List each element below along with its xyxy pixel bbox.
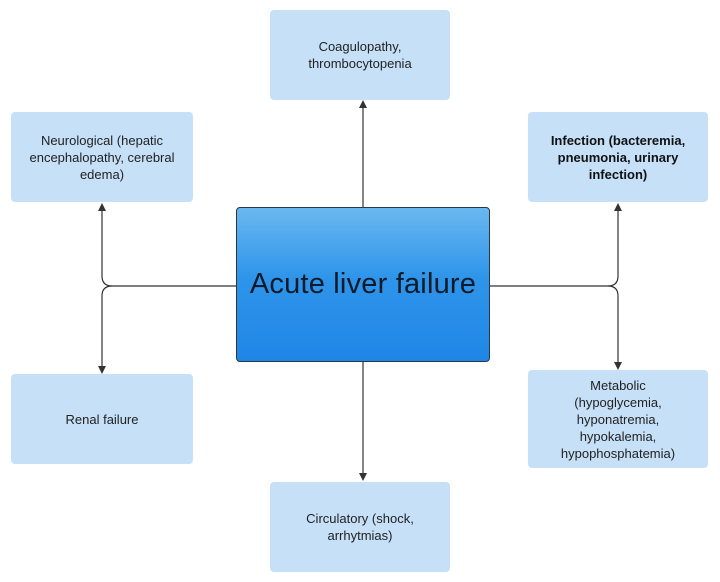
node-neurological: Neurological (hepatic encephalopathy, ce…	[11, 112, 193, 202]
node-neurological-label: Neurological (hepatic encephalopathy, ce…	[29, 132, 175, 182]
node-infection-label: Infection (bacteremia, pneumonia, urinar…	[550, 132, 686, 182]
node-circulatory-label: Circulatory (shock, arrhytmias)	[306, 511, 414, 543]
node-circulatory: Circulatory (shock, arrhytmias)	[270, 482, 450, 572]
node-renal-label: Renal failure	[65, 411, 139, 427]
node-coagulopathy: Coagulopathy, thrombocytopenia	[270, 10, 450, 100]
node-renal: Renal failure	[11, 374, 193, 464]
center-node: Acute liver failure	[236, 207, 490, 362]
right-branch-line-down	[607, 285, 622, 370]
right-branch-line	[490, 203, 622, 287]
center-node-label: Acute liver failure	[249, 268, 477, 300]
node-coagulopathy-label: Coagulopathy, thrombocytopenia	[308, 39, 412, 71]
left-branch-line-down	[98, 285, 113, 374]
node-metabolic-label: Metabolic (hypoglycemia, hyponatremia, h…	[560, 377, 676, 461]
left-branch-line	[98, 203, 236, 287]
node-metabolic: Metabolic (hypoglycemia, hyponatremia, h…	[528, 370, 708, 468]
node-infection: Infection (bacteremia, pneumonia, urinar…	[528, 112, 708, 202]
